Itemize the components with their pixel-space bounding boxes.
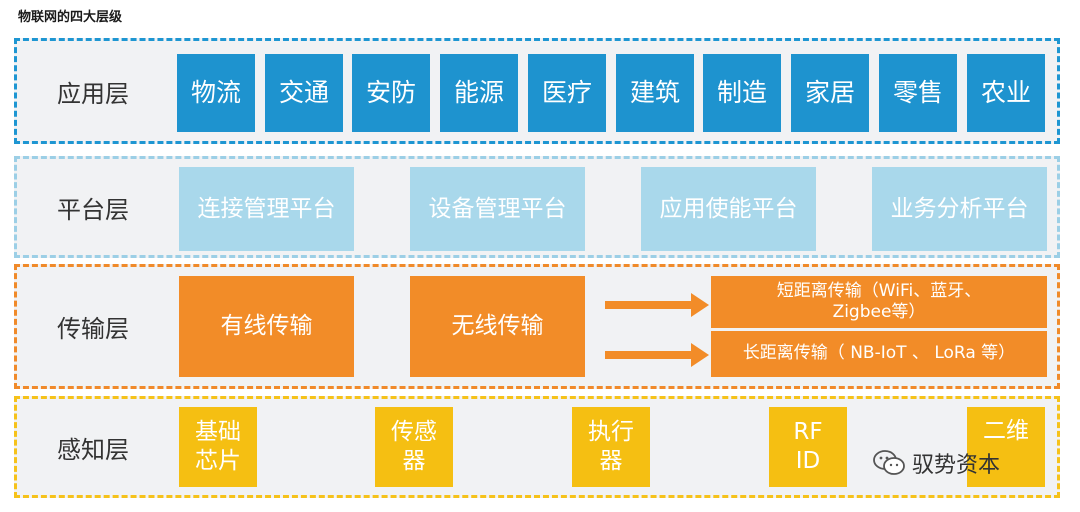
perception-item-actuator: 执行 器 [572,407,650,487]
perception-item-qrcode: 二维 [967,407,1045,487]
perception-item-rfid: RF ID [769,407,847,487]
app-item-medical: 医疗 [528,54,606,132]
app-item-construction: 建筑 [616,54,694,132]
perception-item-line: RF [793,419,823,446]
perception-layer-label: 感知层 [57,435,129,464]
transport-layer-label: 传输层 [57,315,129,343]
perception-item-line: 执行 [588,419,634,446]
page-title: 物联网的四大层级 [18,10,123,25]
perception-item-chip: 基础 芯片 [179,407,257,487]
app-item-energy: 能源 [440,54,518,132]
app-item-home: 家居 [791,54,869,132]
perception-item-line: 器 [599,448,623,474]
watermark: 驭势资本 [872,447,1000,479]
watermark-text: 驭势资本 [912,453,1001,478]
perception-item-sensor: 传感 器 [375,407,453,487]
right-arrow-icon [605,343,709,367]
right-arrow-icon [605,293,709,317]
platform-item-device: 设备管理平台 [410,167,585,251]
platform-item-analytics: 业务分析平台 [872,167,1047,251]
platform-item-app-enablement: 应用使能平台 [641,167,816,251]
perception-item-line: 器 [402,448,426,474]
perception-item-line: 基础 [195,419,241,446]
short-range-line2: Zigbee等） [832,302,926,322]
platform-layer-label: 平台层 [57,195,129,224]
application-layer-label: 应用层 [57,79,129,108]
perception-item-line: 传感 [391,419,437,446]
transport-long-range: 长距离传输（ NB-IoT 、 LoRa 等） [711,331,1047,377]
perception-layer: 感知层 基础 芯片 传感 器 执行 器 RF ID 二维 [14,396,1060,498]
app-item-manufacturing: 制造 [703,54,781,132]
app-item-security: 安防 [352,54,430,132]
app-item-retail: 零售 [879,54,957,132]
app-item-logistics: 物流 [177,54,255,132]
app-item-agriculture: 农业 [967,54,1045,132]
transport-layer: 传输层 有线传输 无线传输 短距离传输（WiFi、蓝牙、 Zigbee等） 长距… [14,264,1060,389]
perception-item-line: 二维 [983,418,1029,444]
transport-wireless: 无线传输 [410,276,585,377]
application-layer: 应用层 物流 交通 安防 能源 医疗 建筑 制造 家居 零售 农业 [14,38,1060,144]
platform-layer: 平台层 连接管理平台 设备管理平台 应用使能平台 业务分析平台 [14,156,1060,258]
perception-item-line: 芯片 [195,448,241,474]
transport-wired: 有线传输 [179,276,354,377]
app-item-transportation: 交通 [265,54,343,132]
transport-short-range: 短距离传输（WiFi、蓝牙、 Zigbee等） [711,276,1047,328]
perception-item-line: ID [795,448,821,474]
wechat-icon [873,450,905,475]
short-range-line1: 短距离传输（WiFi、蓝牙、 [776,280,982,301]
platform-item-connection: 连接管理平台 [179,167,354,251]
